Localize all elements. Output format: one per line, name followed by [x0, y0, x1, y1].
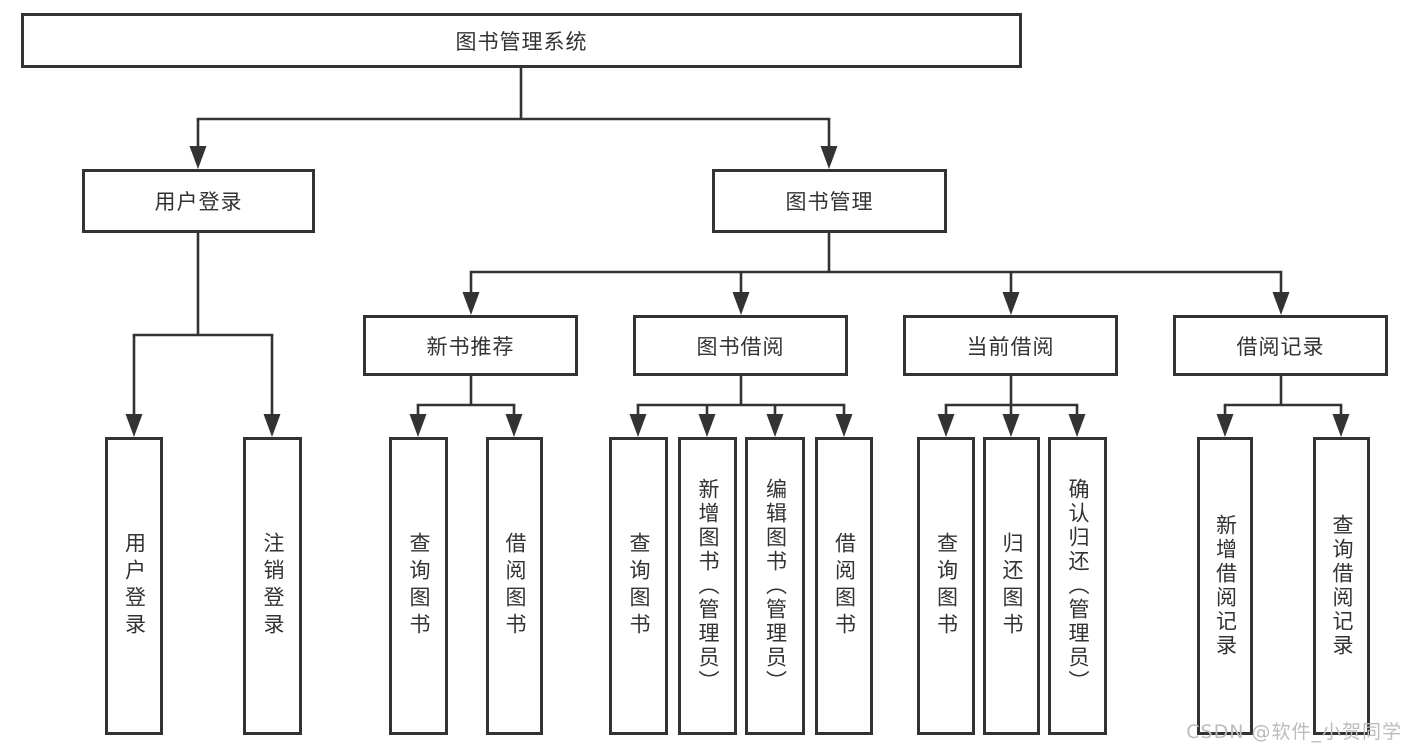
- connector-borrow-records-to-children: [1216, 376, 1350, 437]
- node-label: 借阅图书: [503, 532, 527, 640]
- connector-book-management-to-level3: [462, 233, 1290, 315]
- node-current-borrow: 当前借阅: [903, 315, 1118, 376]
- node-label: 新增图书（管理员）: [696, 478, 720, 694]
- node-label: 编辑图书（管理员）: [763, 478, 788, 694]
- connector-root-to-level2: [189, 68, 838, 169]
- node-leaf-query-books-recommend: 查询图书: [389, 437, 448, 735]
- node-leaf-borrow-books-recommend: 借阅图书: [486, 437, 543, 735]
- node-leaf-borrow-books: 借阅图书: [815, 437, 873, 735]
- node-book-borrow: 图书借阅: [633, 315, 848, 376]
- node-leaf-confirm-return-admin: 确认归还（管理员）: [1048, 437, 1107, 735]
- node-label: 确认归还（管理员）: [1066, 478, 1090, 694]
- node-leaf-add-books-admin: 新增图书（管理员）: [678, 437, 737, 735]
- node-leaf-return-books: 归还图书: [983, 437, 1040, 735]
- node-label: 借阅图书: [832, 532, 857, 640]
- connector-book-borrow-to-children: [629, 376, 853, 437]
- node-root: 图书管理系统: [21, 13, 1022, 68]
- node-label: 查询图书: [934, 532, 959, 640]
- node-label: 用户登录: [122, 532, 147, 640]
- node-label: 归还图书: [1000, 532, 1024, 640]
- connector-current-borrow-to-children: [937, 376, 1086, 437]
- node-leaf-query-books-current: 查询图书: [917, 437, 975, 735]
- node-label: 查询借阅记录: [1330, 514, 1354, 658]
- node-leaf-query-books-borrow: 查询图书: [609, 437, 668, 735]
- node-new-book-recommend: 新书推荐: [363, 315, 578, 376]
- node-leaf-query-borrow-record: 查询借阅记录: [1313, 437, 1370, 735]
- node-leaf-user-login: 用户登录: [105, 437, 163, 735]
- node-leaf-logout: 注销登录: [243, 437, 302, 735]
- node-label: 查询图书: [627, 532, 651, 640]
- node-book-management: 图书管理: [712, 169, 947, 233]
- node-label: 查询图书: [407, 532, 431, 640]
- node-borrow-records: 借阅记录: [1173, 315, 1388, 376]
- node-label: 新增借阅记录: [1213, 514, 1238, 658]
- connector-user-login-to-children: [125, 233, 281, 437]
- connector-new-book-to-children: [409, 376, 523, 437]
- node-leaf-add-borrow-record: 新增借阅记录: [1197, 437, 1253, 735]
- node-label: 注销登录: [261, 532, 285, 640]
- node-leaf-edit-books-admin: 编辑图书（管理员）: [745, 437, 805, 735]
- csdn-watermark: CSDN @软件_小贺同学: [1186, 721, 1402, 743]
- node-user-login: 用户登录: [82, 169, 315, 233]
